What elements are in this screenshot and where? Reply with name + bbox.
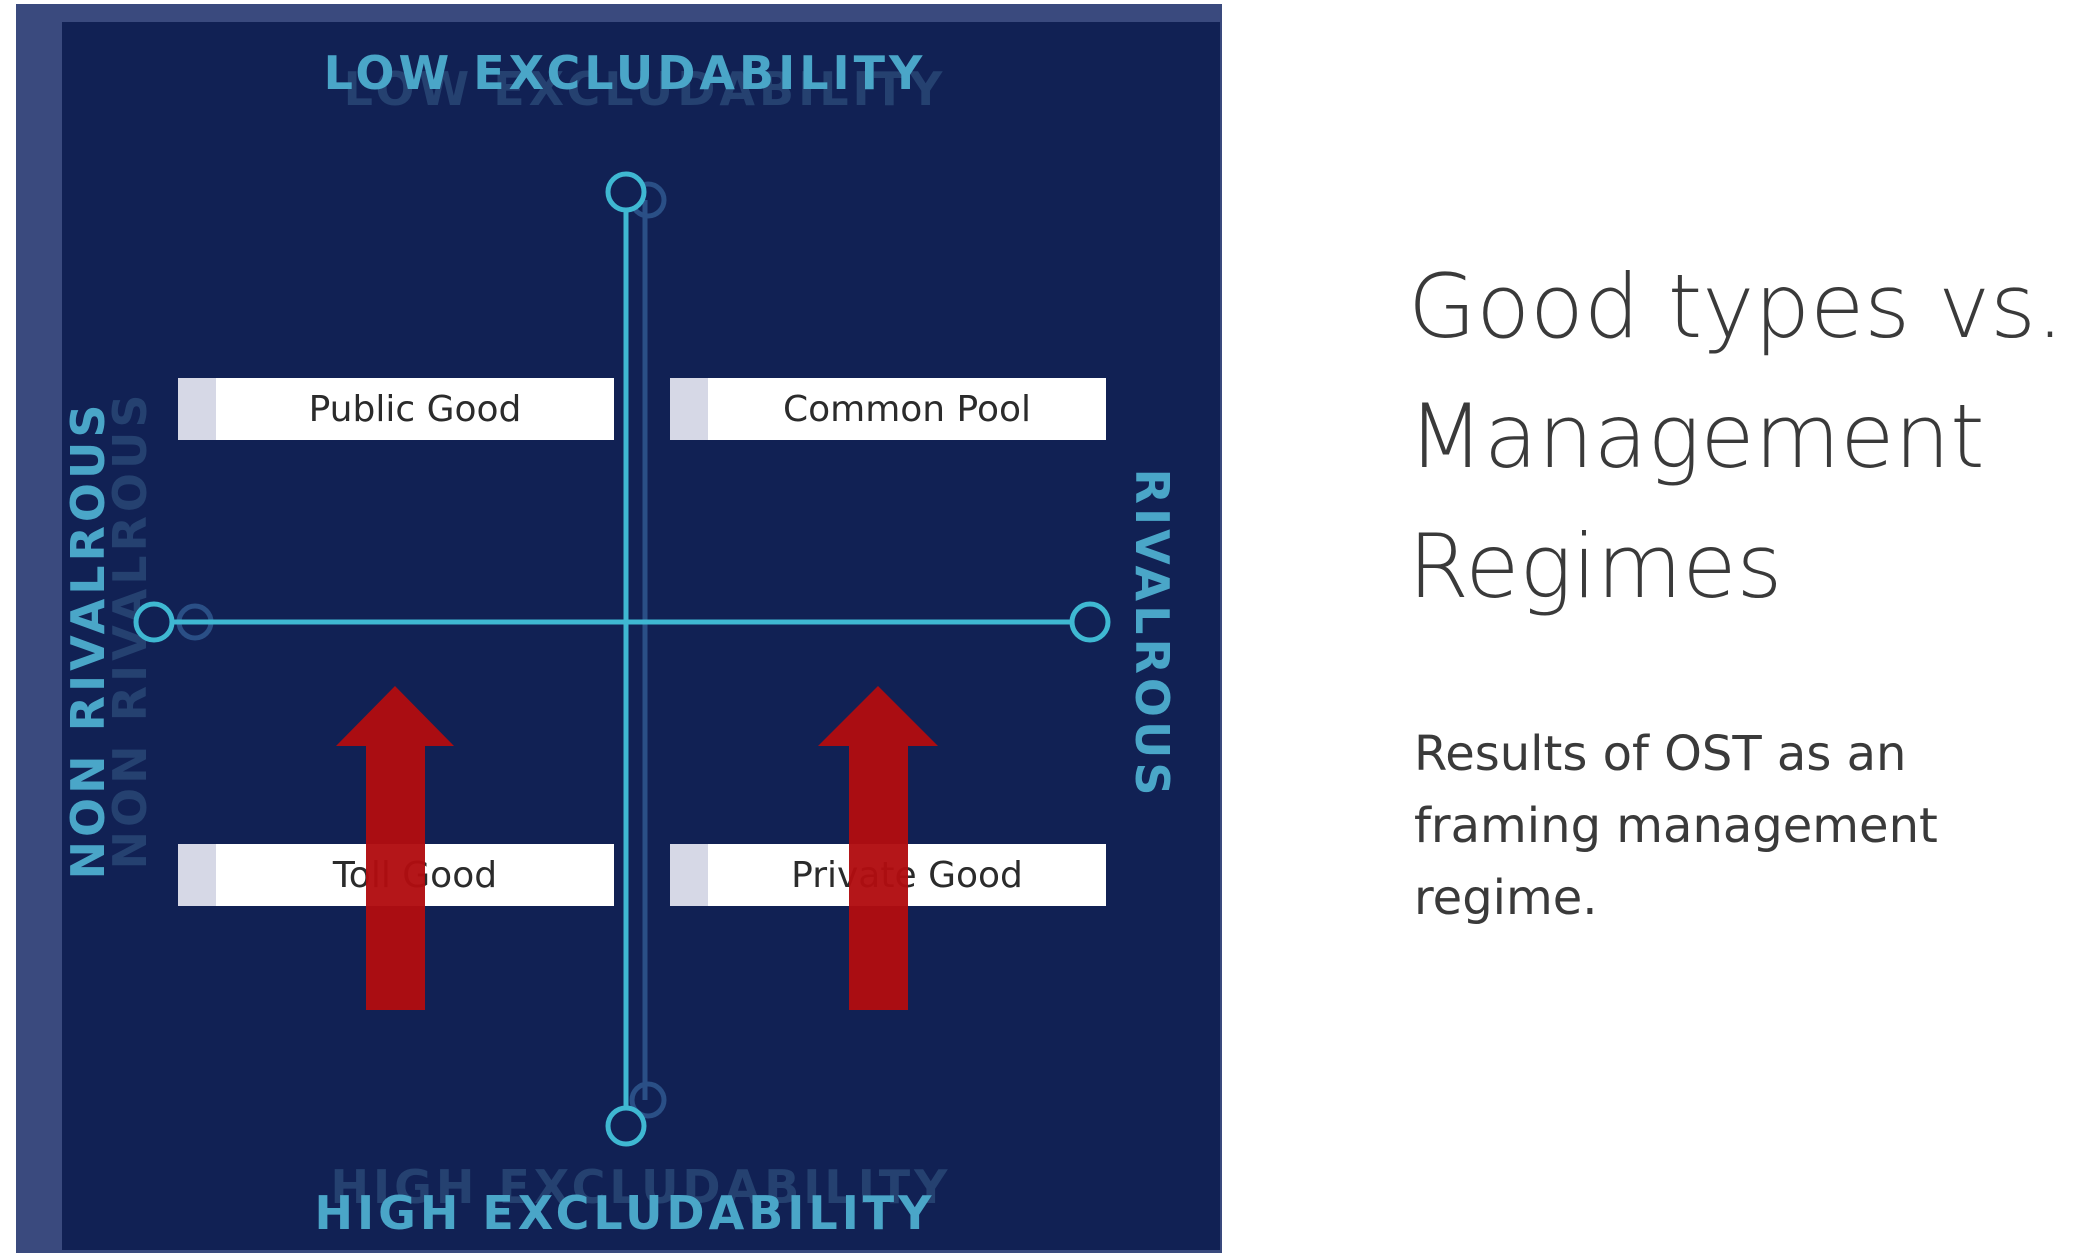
axis-label-high-excludability: HIGH EXCLUDABILITY xyxy=(314,1186,936,1240)
axis-end-bottom xyxy=(605,1105,647,1147)
quadrant-public-good: Public Good xyxy=(216,378,614,440)
slide-body: Results of OST as an framing management … xyxy=(1414,726,1938,926)
quadrant-common-pool: Common Pool xyxy=(708,378,1106,440)
slide-title: Good types vs. Management Regimes xyxy=(1408,255,2065,618)
axis-end-right xyxy=(1069,601,1111,643)
axis-label-bottom-ghost: HIGH EXCLUDABILITY xyxy=(330,1160,952,1214)
arrow-up-private-good xyxy=(818,686,938,1010)
axis-end-ghost-bottom xyxy=(629,1081,667,1119)
arrow-up-toll-good xyxy=(336,686,454,1010)
axis-end-left xyxy=(133,601,175,643)
axis-end-top xyxy=(605,171,647,213)
axis-label-low-excludability: LOW EXCLUDABILITY xyxy=(323,46,927,100)
axis-label-top-ghost: LOW EXCLUDABILITY xyxy=(343,62,947,116)
diagram-panel xyxy=(62,22,1220,1250)
